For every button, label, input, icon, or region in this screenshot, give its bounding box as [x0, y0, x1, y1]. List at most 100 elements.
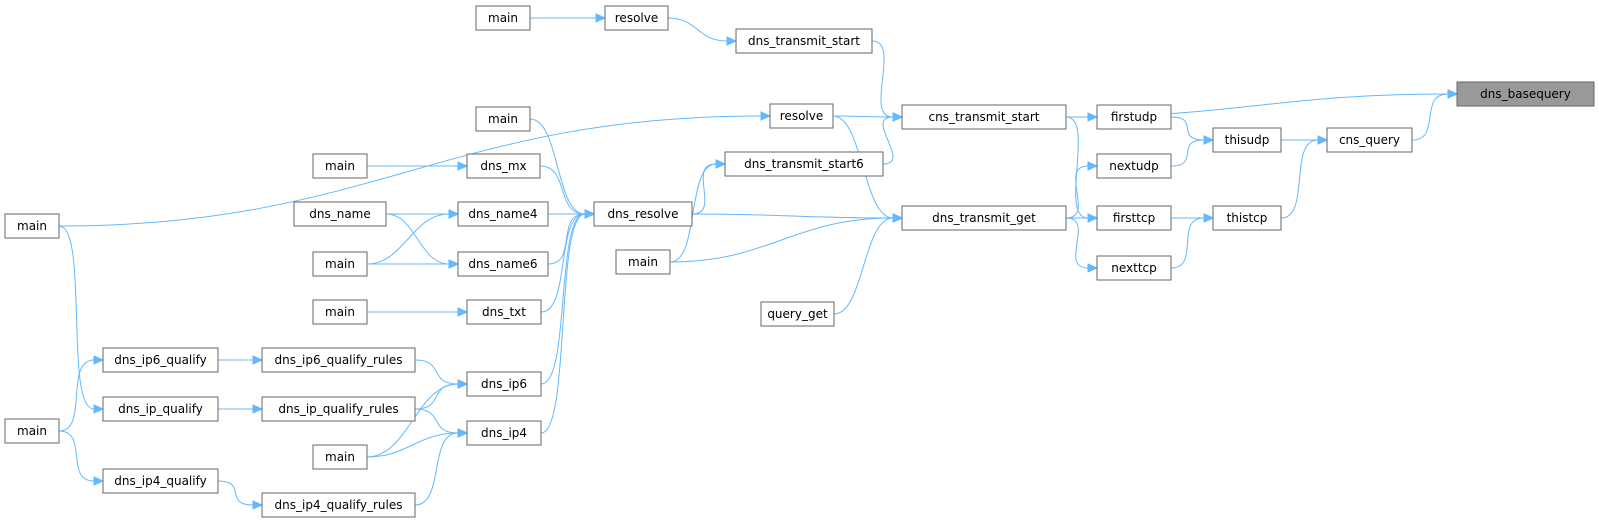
node-box [312, 251, 368, 277]
node-main-txt[interactable]: main [312, 299, 368, 325]
edge-line [58, 430, 95, 482]
node-label: dns_name [309, 207, 371, 221]
node-box [724, 151, 884, 177]
edge-arrowhead [448, 259, 460, 269]
node-box [102, 396, 219, 422]
node-cns-query[interactable]: cns_query [1326, 127, 1413, 153]
node-dns-txt[interactable]: dns_txt [466, 299, 542, 325]
node-dns-ip4-qualify[interactable]: dns_ip4_qualify [102, 468, 219, 494]
node-dns-ip6-qualify-rules[interactable]: dns_ip6_qualify_rules [261, 347, 416, 373]
node-box [293, 201, 387, 227]
node-dns-name6[interactable]: dns_name6 [457, 251, 549, 277]
node-main-dr[interactable]: main [475, 106, 531, 132]
node-thisudp[interactable]: thisudp [1212, 127, 1282, 153]
edge-arrowhead [252, 355, 264, 365]
node-thistcp[interactable]: thistcp [1212, 205, 1282, 231]
node-dns-transmit-start6[interactable]: dns_transmit_start6 [724, 151, 884, 177]
node-dns-ip4[interactable]: dns_ip4 [466, 420, 542, 446]
edge-main-top-to-resolve-top [530, 13, 607, 23]
node-box [457, 201, 549, 227]
node-label: main [325, 257, 355, 271]
node-box [261, 347, 416, 373]
edge-line [833, 217, 894, 315]
node-label: cns_query [1339, 133, 1400, 147]
edge-line [1280, 139, 1319, 219]
edge-line [540, 213, 586, 313]
node-main-left2[interactable]: main [4, 418, 60, 444]
node-label: main [488, 11, 518, 25]
edge-line [882, 116, 894, 165]
edge-arrowhead [457, 161, 469, 171]
edge-line [58, 115, 762, 227]
node-label: dns_txt [482, 305, 526, 319]
node-label: resolve [615, 11, 658, 25]
node-label: dns_basequery [1480, 87, 1571, 101]
edge-arrowhead [252, 404, 264, 414]
edge-arrowhead [93, 355, 105, 365]
edge-line [669, 217, 894, 263]
node-query-get[interactable]: query_get [760, 301, 835, 327]
node-dns-ip4-qualify-rules[interactable]: dns_ip4_qualify_rules [261, 492, 416, 518]
edge-line [1411, 93, 1449, 141]
node-resolve-top[interactable]: resolve [604, 5, 669, 31]
node-firsttcp[interactable]: firsttcp [1096, 205, 1172, 231]
node-main-mx[interactable]: main [312, 153, 368, 179]
edge-arrowhead [595, 13, 607, 23]
node-label: main [325, 305, 355, 319]
node-label: dns_transmit_start [748, 34, 860, 48]
node-main-ip[interactable]: main [312, 444, 368, 470]
edge-arrowhead [1087, 112, 1099, 122]
node-box [475, 106, 531, 132]
edge-query-get-to-dns-transmit-get [833, 213, 904, 315]
edge-resolve-top-to-dns-transmit-start [667, 17, 738, 46]
edge-line [832, 115, 894, 118]
edge-line [1065, 165, 1089, 219]
edge-thistcp-to-cns-query [1280, 135, 1329, 219]
node-main-n[interactable]: main [312, 251, 368, 277]
node-main-r2[interactable]: main [615, 249, 671, 275]
edge-main-left2-to-dns-ip4-qualify [58, 430, 105, 486]
node-nextudp[interactable]: nextudp [1096, 153, 1172, 179]
node-label: dns_resolve [608, 207, 679, 221]
node-box [1096, 205, 1172, 231]
node-nexttcp[interactable]: nexttcp [1096, 255, 1172, 281]
edge-arrowhead [1087, 213, 1099, 223]
node-box [466, 420, 542, 446]
node-dns-basequery[interactable]: dns_basequery [1456, 81, 1595, 107]
edge-arrowhead [584, 209, 596, 219]
node-resolve-mid[interactable]: resolve [769, 103, 834, 129]
edge-main-n-to-dns-name4 [366, 209, 460, 265]
edge-dns-resolve-to-dns-transmit-get [691, 213, 904, 223]
node-dns-name[interactable]: dns_name [293, 201, 387, 227]
edge-line [540, 213, 586, 385]
node-dns-transmit-get[interactable]: dns_transmit_get [901, 205, 1067, 231]
edge-main-n-to-dns-name6 [367, 259, 460, 269]
node-box [312, 299, 368, 325]
edge-arrowhead [892, 213, 904, 223]
node-dns-ip6[interactable]: dns_ip6 [466, 371, 542, 397]
call-graph-edges [58, 13, 1459, 510]
node-dns-transmit-start[interactable]: dns_transmit_start [735, 28, 873, 54]
edge-line [691, 213, 894, 219]
node-box [735, 28, 873, 54]
node-dns-ip-qualify-rules[interactable]: dns_ip_qualify_rules [261, 396, 416, 422]
call-graph-nodes: dns_basequery cns_query thisudp thistcp firs… [4, 5, 1595, 518]
node-dns-ip-qualify[interactable]: dns_ip_qualify [102, 396, 219, 422]
node-dns-name4[interactable]: dns_name4 [457, 201, 549, 227]
edge-nexttcp-to-thistcp [1170, 213, 1215, 269]
node-dns-mx[interactable]: dns_mx [466, 153, 541, 179]
node-box [593, 201, 693, 227]
node-box [1326, 127, 1413, 153]
node-cns-transmit-start[interactable]: cns_transmit_start [901, 104, 1067, 130]
edge-line [667, 17, 728, 42]
node-dns-resolve[interactable]: dns_resolve [593, 201, 693, 227]
node-main-left[interactable]: main [4, 213, 60, 239]
node-main-top[interactable]: main [475, 5, 531, 31]
node-label: dns_ip_qualify [118, 402, 203, 416]
node-box [102, 347, 219, 373]
edge-main-left-to-resolve-mid [58, 111, 772, 227]
node-dns-ip6-qualify[interactable]: dns_ip6_qualify [102, 347, 219, 373]
edge-cns-transmit-start-to-firsttcp [1065, 116, 1099, 223]
node-firstudp[interactable]: firstudp [1096, 104, 1172, 130]
edge-line [58, 359, 95, 432]
